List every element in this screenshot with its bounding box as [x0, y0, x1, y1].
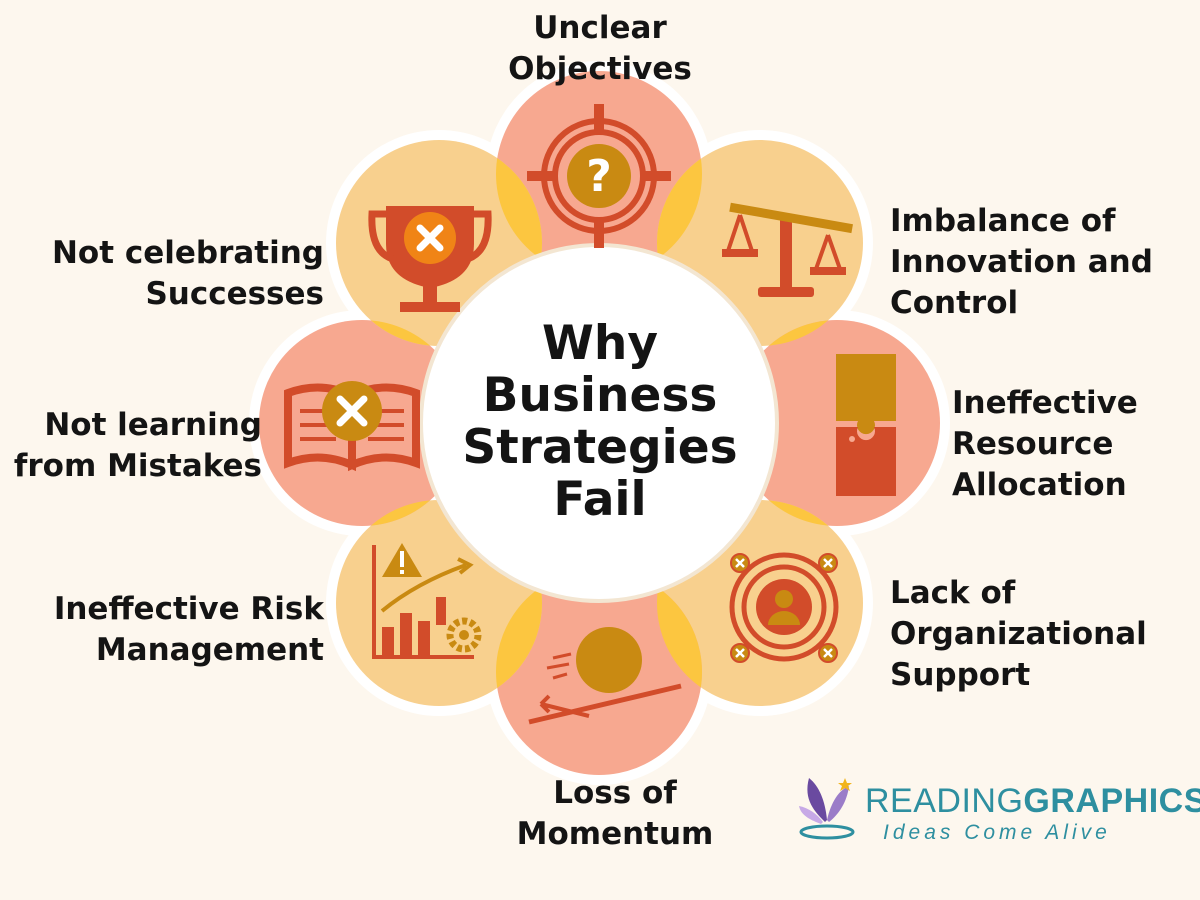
warning-chart-icon: [372, 543, 482, 659]
label-line: Innovation and: [890, 244, 1153, 280]
label-line: Control: [890, 285, 1019, 321]
book-x-icon: [284, 381, 420, 472]
butterfly-logo-icon: [799, 778, 855, 840]
label-line: Management: [95, 632, 324, 668]
trophy-x-icon: [368, 206, 492, 312]
brand-name-part2: GRAPHICS: [1023, 782, 1200, 820]
label-unclear-objectives: Unclear Objectives: [500, 8, 700, 90]
center-title-line: Fail: [553, 472, 647, 527]
label-line: Momentum: [516, 816, 714, 852]
brand-name-part1: READING: [865, 782, 1024, 820]
center-title-line: Strategies: [462, 420, 738, 475]
rolling-ball-icon: [528, 627, 682, 725]
target-question-icon: ?: [527, 104, 671, 248]
label-line: Support: [890, 657, 1031, 693]
label-celebrating-successes: Not celebrating Successes: [36, 233, 324, 315]
label-line: Ineffective: [952, 385, 1138, 421]
label-line: Objectives: [508, 51, 692, 87]
brand-logo-block: READINGGRAPHICS Ideas Come Alive: [795, 772, 1200, 852]
label-line: Allocation: [952, 467, 1127, 503]
label-resource-allocation: Ineffective Resource Allocation: [952, 383, 1138, 506]
label-line: Organizational: [890, 616, 1147, 652]
center-title-line: Why: [542, 316, 658, 371]
label-line: Imbalance of: [890, 203, 1116, 239]
puzzle-pieces-icon: [836, 354, 896, 496]
center-title: Why Business Strategies Fail: [450, 318, 750, 526]
center-title-line: Business: [482, 368, 718, 423]
label-line: Unclear: [533, 10, 667, 46]
label-loss-of-momentum: Loss of Momentum: [500, 773, 730, 855]
brand-name: READINGGRAPHICS: [865, 782, 1200, 821]
label-organizational-support: Lack of Organizational Support: [890, 573, 1147, 696]
person-target-icon: [729, 552, 839, 663]
balance-scale-icon: [722, 202, 853, 297]
label-imbalance: Imbalance of Innovation and Control: [890, 201, 1153, 324]
svg-text:?: ?: [586, 151, 612, 202]
label-line: Not celebrating: [51, 235, 324, 271]
label-learning-from-mistakes: Not learning from Mistakes: [10, 405, 262, 487]
brand-tagline: Ideas Come Alive: [883, 821, 1111, 844]
label-line: Not learning: [44, 407, 262, 443]
label-line: Ineffective Risk: [53, 591, 324, 627]
label-line: from Mistakes: [13, 448, 262, 484]
label-line: Resource: [952, 426, 1114, 462]
label-risk-management: Ineffective Risk Management: [24, 589, 324, 671]
label-line: Loss of: [553, 775, 677, 811]
label-line: Lack of: [890, 575, 1016, 611]
label-line: Successes: [145, 276, 324, 312]
